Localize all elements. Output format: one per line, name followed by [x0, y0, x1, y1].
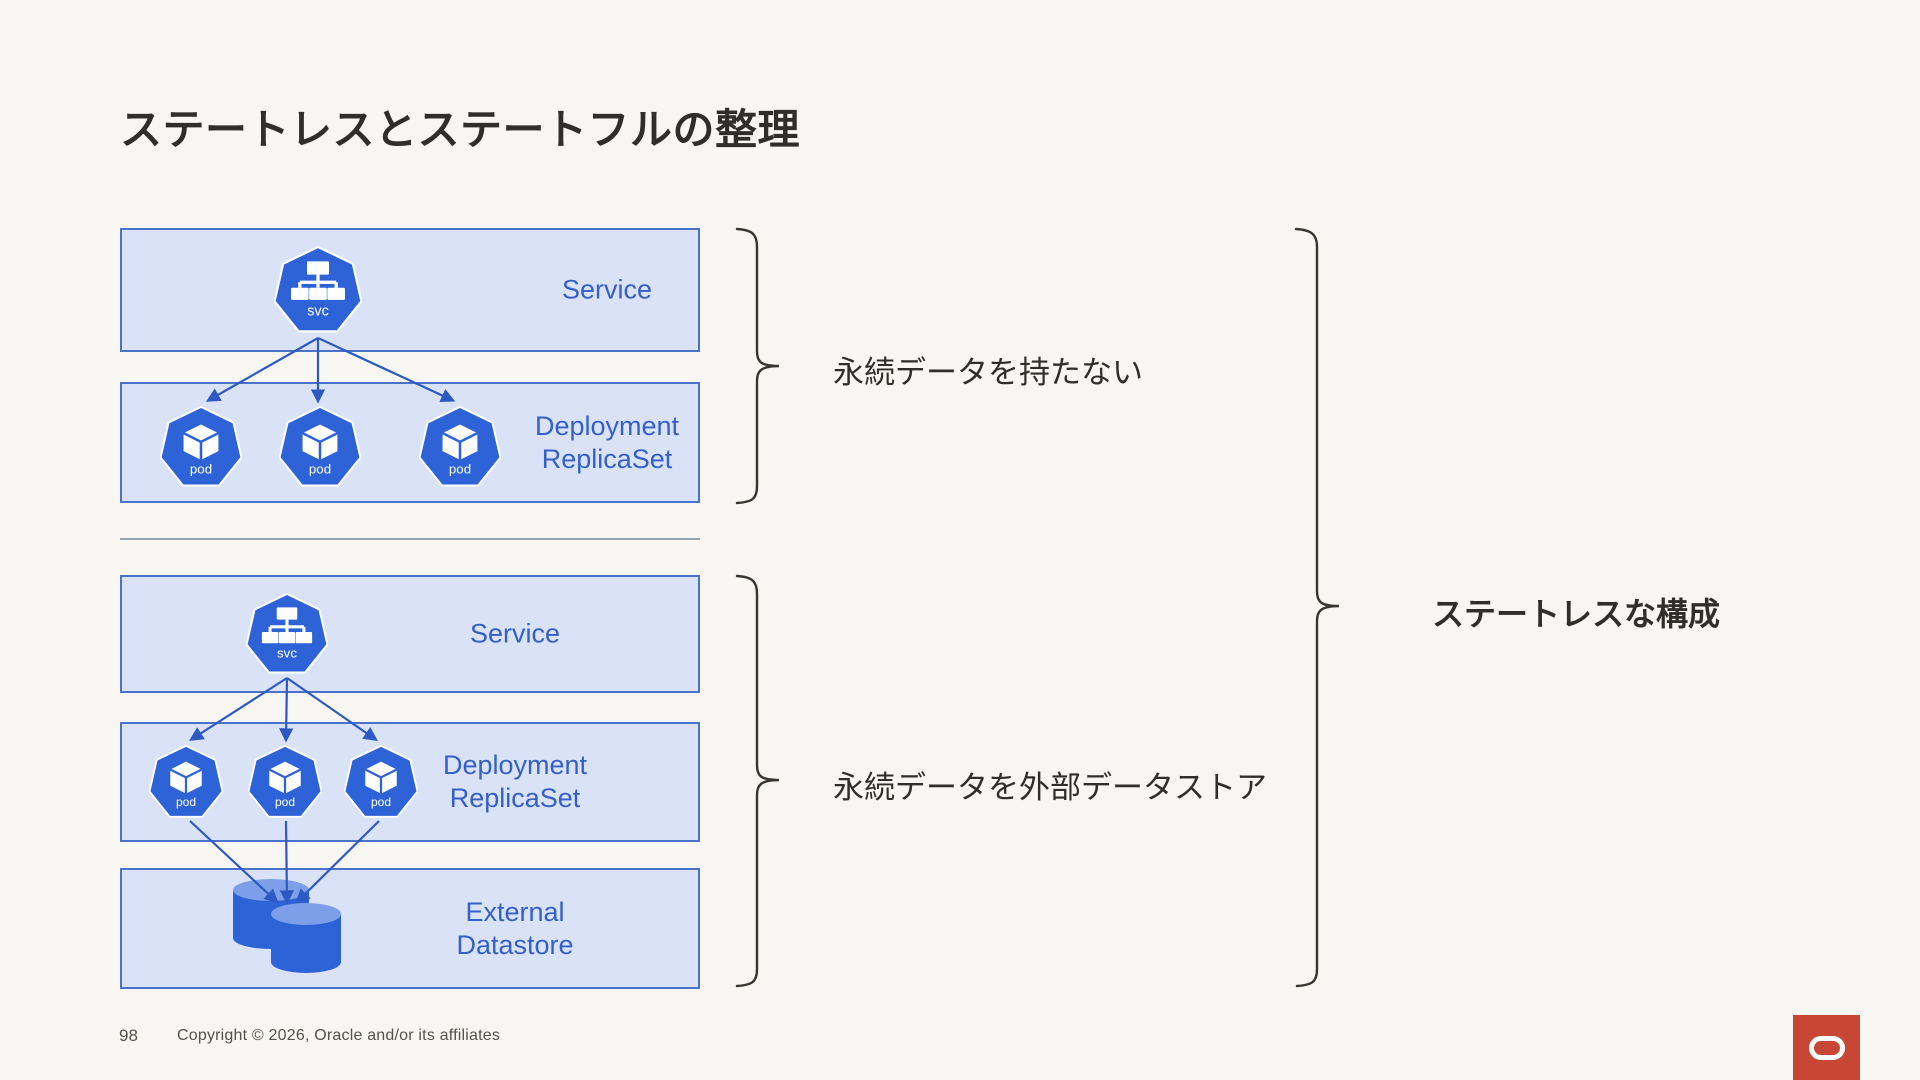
stateless-service-box: Service — [120, 228, 700, 352]
replicaset-label-line: ReplicaSet — [541, 443, 673, 474]
deployment-label-line: Deployment — [534, 410, 680, 441]
stateless-annotation-bracket — [735, 227, 780, 505]
kubernetes-pod-icon: pod — [279, 406, 361, 488]
datastore-label-line: Datastore — [456, 929, 574, 960]
external-deployment-box-label: Deployment ReplicaSet — [400, 749, 630, 815]
kubernetes-pod-icon: pod — [419, 406, 501, 488]
external-datastore-box: External Datastore — [120, 868, 700, 989]
kubernetes-pod-icon: pod — [344, 745, 418, 818]
svg-text:pod: pod — [309, 462, 331, 477]
slide-footer: 98 Copyright © 2026, Oracle and/or its a… — [0, 1022, 1920, 1062]
stateless-annotation: 永続データを持たない — [833, 355, 1143, 390]
svg-text:pod: pod — [449, 462, 471, 477]
external-service-box: Service — [120, 575, 700, 693]
svg-text:pod: pod — [176, 795, 196, 809]
svg-text:pod: pod — [190, 462, 212, 477]
kubernetes-pod-icon: pod — [160, 406, 242, 488]
overall-annotation: ステートレスな構成 — [1432, 596, 1721, 632]
external-annotation: 永続データを外部データストア — [833, 770, 1267, 805]
slide-title: ステートレスとステートフルの整理 — [120, 106, 801, 153]
database-cylinders-icon — [233, 879, 341, 973]
copyright-text: Copyright © 2026, Oracle and/or its affi… — [177, 1027, 501, 1044]
deployment-label-line: Deployment — [442, 750, 588, 780]
svg-text:svc: svc — [307, 303, 328, 319]
page-number: 98 — [119, 1026, 138, 1045]
external-service-box-label: Service — [469, 618, 561, 649]
external-label-line: External — [465, 896, 565, 927]
kubernetes-pod-icon: pod — [248, 745, 322, 818]
svg-text:svc: svc — [277, 646, 297, 661]
oracle-o-icon — [1808, 1035, 1845, 1060]
stateless-service-box-label: Service — [561, 274, 653, 305]
svg-text:pod: pod — [371, 795, 391, 809]
oracle-logo — [1793, 1015, 1860, 1080]
replicaset-label-line: ReplicaSet — [449, 783, 581, 813]
stateless-deployment-box-label: Deployment ReplicaSet — [492, 410, 722, 476]
kubernetes-pod-icon: pod — [149, 745, 223, 818]
svg-text:pod: pod — [275, 795, 295, 809]
kubernetes-service-icon: svc — [246, 593, 328, 675]
external-datastore-box-label: External Datastore — [400, 896, 630, 962]
external-annotation-bracket — [735, 574, 780, 988]
kubernetes-service-icon: svc — [274, 246, 362, 334]
overall-annotation-bracket — [1294, 227, 1340, 988]
